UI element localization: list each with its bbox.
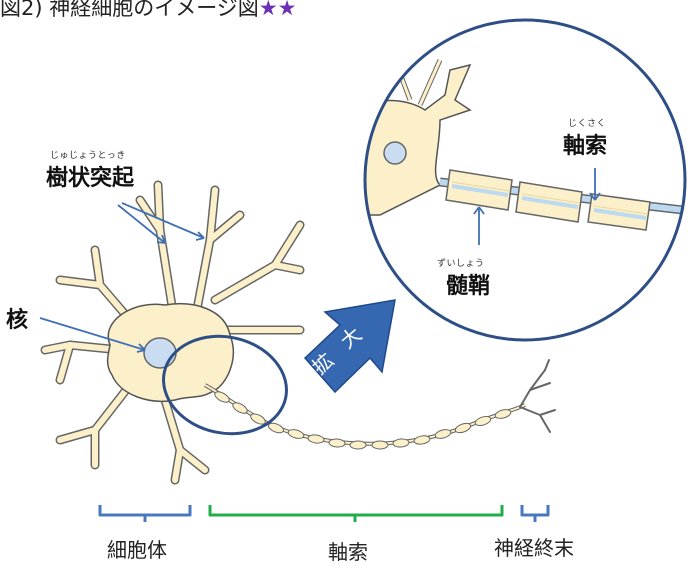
nucleus-label: 核 bbox=[6, 308, 29, 333]
myelin-segments bbox=[214, 391, 512, 450]
title-text: 図2) 神経細胞のイメージ図 bbox=[0, 0, 259, 20]
page-title: 図2) 神経細胞のイメージ図★★ bbox=[0, 0, 296, 22]
section-brackets bbox=[98, 505, 550, 522]
dendrite-ruby: じゅじょうとっき bbox=[50, 151, 126, 161]
bracket-axon bbox=[208, 505, 504, 522]
section-label-cell-body: 細胞体 bbox=[107, 538, 167, 562]
myelin-ruby: ずいしょう bbox=[437, 259, 485, 269]
zoom-region-ellipse bbox=[162, 334, 288, 436]
myelin-label: 髄鞘 bbox=[446, 274, 491, 299]
axon-zoom-label: 軸索 bbox=[563, 134, 608, 159]
dendrite-label: 樹状突起 bbox=[46, 166, 135, 191]
dendrite-arrow-1 bbox=[117, 204, 166, 244]
bracket-terminal bbox=[520, 505, 550, 522]
axon-zoom-ruby: じくさく bbox=[568, 119, 607, 129]
difficulty-stars: ★★ bbox=[258, 0, 297, 20]
magnified-view bbox=[363, 18, 687, 342]
magnified-circle bbox=[363, 18, 687, 342]
expand-arrow bbox=[303, 299, 396, 394]
nucleus bbox=[143, 337, 177, 369]
nucleus-arrow bbox=[39, 317, 146, 351]
axon-group bbox=[204, 359, 556, 450]
pointer-arrows bbox=[39, 168, 601, 353]
dendrite-arrow-2 bbox=[121, 202, 205, 239]
nerve-terminal bbox=[519, 359, 556, 433]
section-label-axon: 軸索 bbox=[328, 540, 368, 564]
cell-body-group bbox=[40, 180, 305, 485]
bracket-cell-body bbox=[98, 505, 192, 522]
section-label-terminal: 神経終末 bbox=[494, 536, 574, 560]
